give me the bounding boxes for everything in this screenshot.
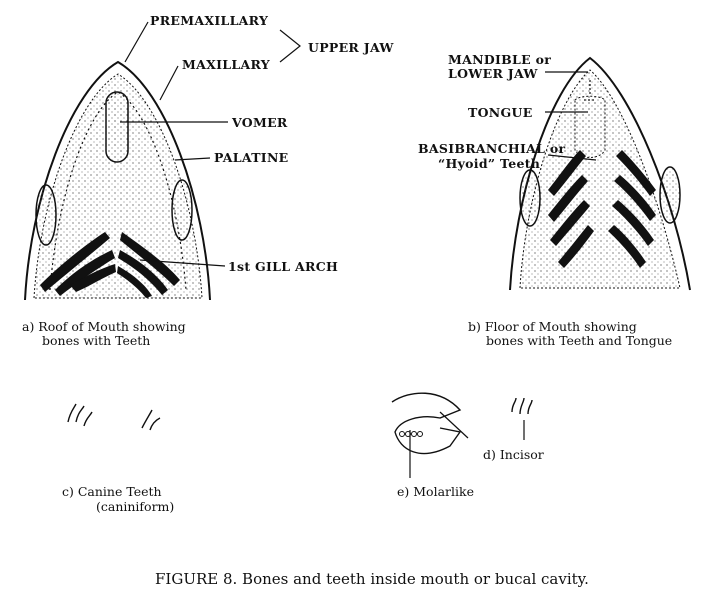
caption-c-line2: (caniniform)	[96, 499, 174, 514]
floor-of-mouth-drawing	[509, 56, 691, 291]
label-upper-jaw: UPPER JAW	[308, 40, 394, 55]
label-tongue: TONGUE	[468, 105, 533, 120]
caption-a-line2: bones with Teeth	[42, 333, 150, 348]
label-lower-jaw: LOWER JAW	[448, 66, 538, 81]
roof-of-mouth-drawing	[24, 60, 211, 301]
label-gill-arch: 1st GILL ARCH	[228, 259, 338, 274]
figure-caption: FIGURE 8. Bones and teeth inside mouth o…	[155, 570, 589, 588]
label-maxillary: MAXILLARY	[182, 57, 271, 72]
label-basibranchial: BASIBRANCHIAL or	[418, 141, 565, 156]
incisor-sketch	[511, 397, 533, 415]
molarlike-jaw-sketch	[391, 392, 462, 455]
label-mandible: MANDIBLE or	[448, 52, 551, 67]
label-premaxillary: PREMAXILLARY	[150, 13, 269, 28]
caption-c-line1: c) Canine Teeth	[62, 484, 162, 499]
caption-e: e) Molarlike	[397, 484, 474, 499]
canine-teeth-sketch	[67, 403, 161, 431]
label-palatine: PALATINE	[214, 150, 289, 165]
label-vomer: VOMER	[231, 115, 288, 130]
leader-lines	[120, 21, 597, 478]
label-hyoid-teeth: “Hyoid” Teeth	[438, 156, 540, 171]
caption-b-line2: bones with Teeth and Tongue	[486, 333, 672, 348]
caption-b-line1: b) Floor of Mouth showing	[468, 319, 637, 334]
caption-a-line1: a) Roof of Mouth showing	[22, 319, 186, 334]
caption-d: d) Incisor	[483, 447, 544, 462]
